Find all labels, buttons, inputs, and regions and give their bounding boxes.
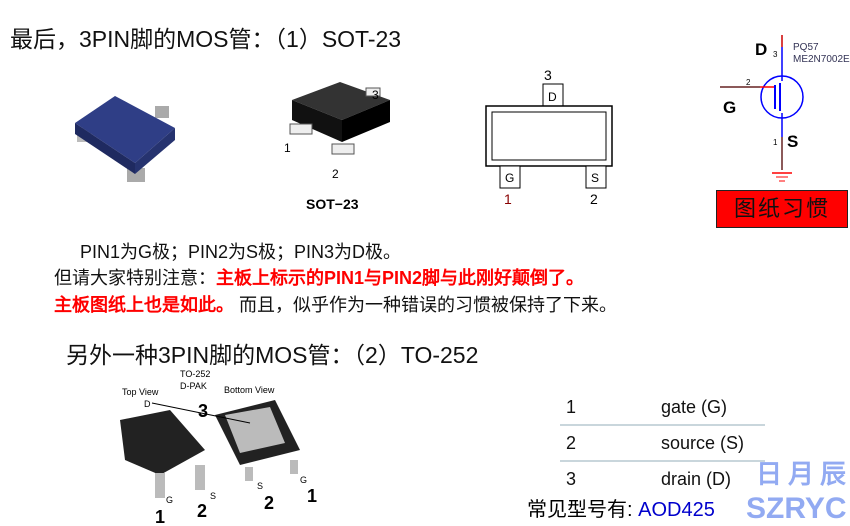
svg-text:PQ57: PQ57 [793, 42, 819, 53]
svg-text:G: G [166, 495, 173, 505]
sot23-label: SOT−23 [306, 196, 359, 212]
svg-text:S: S [787, 132, 798, 151]
svg-text:2: 2 [264, 493, 274, 513]
mosfet-schematic: D G S 2 1 3 PQ57 ME2N7002E [720, 35, 850, 182]
svg-text:D-PAK: D-PAK [180, 381, 207, 391]
warning-text: 主板上标示的PIN1与PIN2脚与此刚好颠倒了。 [216, 268, 585, 288]
pin-assignment-text: PIN1为G极；PIN2为S极；PIN3为D极。 [80, 242, 402, 262]
note-line-2: 主板图纸上也是如此。 而且，似乎作为一种错误的习惯被保持了下来。 [54, 295, 618, 315]
svg-text:1: 1 [155, 507, 165, 526]
svg-text:1: 1 [504, 191, 512, 207]
svg-text:2: 2 [590, 191, 598, 207]
svg-text:TO-252: TO-252 [180, 369, 210, 379]
svg-text:G: G [300, 475, 307, 485]
svg-text:1: 1 [773, 138, 778, 147]
sot23-pin2: 2 [332, 167, 339, 181]
section-subtitle: 另外一种3PIN脚的MOS管：（2）TO-252 [66, 342, 479, 368]
svg-text:G: G [505, 171, 514, 185]
svg-text:D: D [755, 40, 767, 59]
warning-text-2: 主板图纸上也是如此。 [54, 295, 234, 315]
svg-text:ME2N7002E: ME2N7002E [793, 54, 850, 65]
svg-text:1: 1 [307, 486, 317, 506]
svg-text:3: 3 [773, 50, 778, 59]
svg-text:2: 2 [746, 78, 751, 87]
svg-text:2: 2 [197, 501, 207, 521]
svg-text:D: D [548, 90, 557, 104]
svg-text:D: D [144, 399, 151, 409]
sot23-pin1: 1 [284, 141, 291, 155]
sot23-outline: 3 D G S 1 2 [485, 67, 613, 207]
page-title: 最后，3PIN脚的MOS管：（1）SOT-23 [10, 26, 402, 52]
svg-text:Top View: Top View [122, 387, 159, 397]
drawing-convention-stamp: 图纸习惯 [716, 190, 848, 228]
to252-package: TO-252 D-PAK Top View Bottom View D 3 G … [120, 369, 317, 526]
svg-text:G: G [723, 98, 736, 117]
sot23-pin3: 3 [372, 88, 379, 102]
svg-text:Bottom View: Bottom View [224, 385, 275, 395]
note-line: 但请大家特别注意：主板上标示的PIN1与PIN2脚与此刚好颠倒了。 [54, 268, 585, 288]
sot23-package: 3 1 2 [284, 82, 390, 181]
svg-text:3: 3 [544, 67, 552, 83]
svg-text:S: S [257, 481, 263, 491]
common-models: 常见型号有: AOD425 [527, 499, 715, 521]
svg-text:S: S [591, 171, 599, 185]
svg-text:S: S [210, 491, 216, 501]
sot23-photo [75, 96, 175, 182]
svg-text:3: 3 [198, 401, 208, 421]
model-number: AOD425 [638, 499, 715, 521]
